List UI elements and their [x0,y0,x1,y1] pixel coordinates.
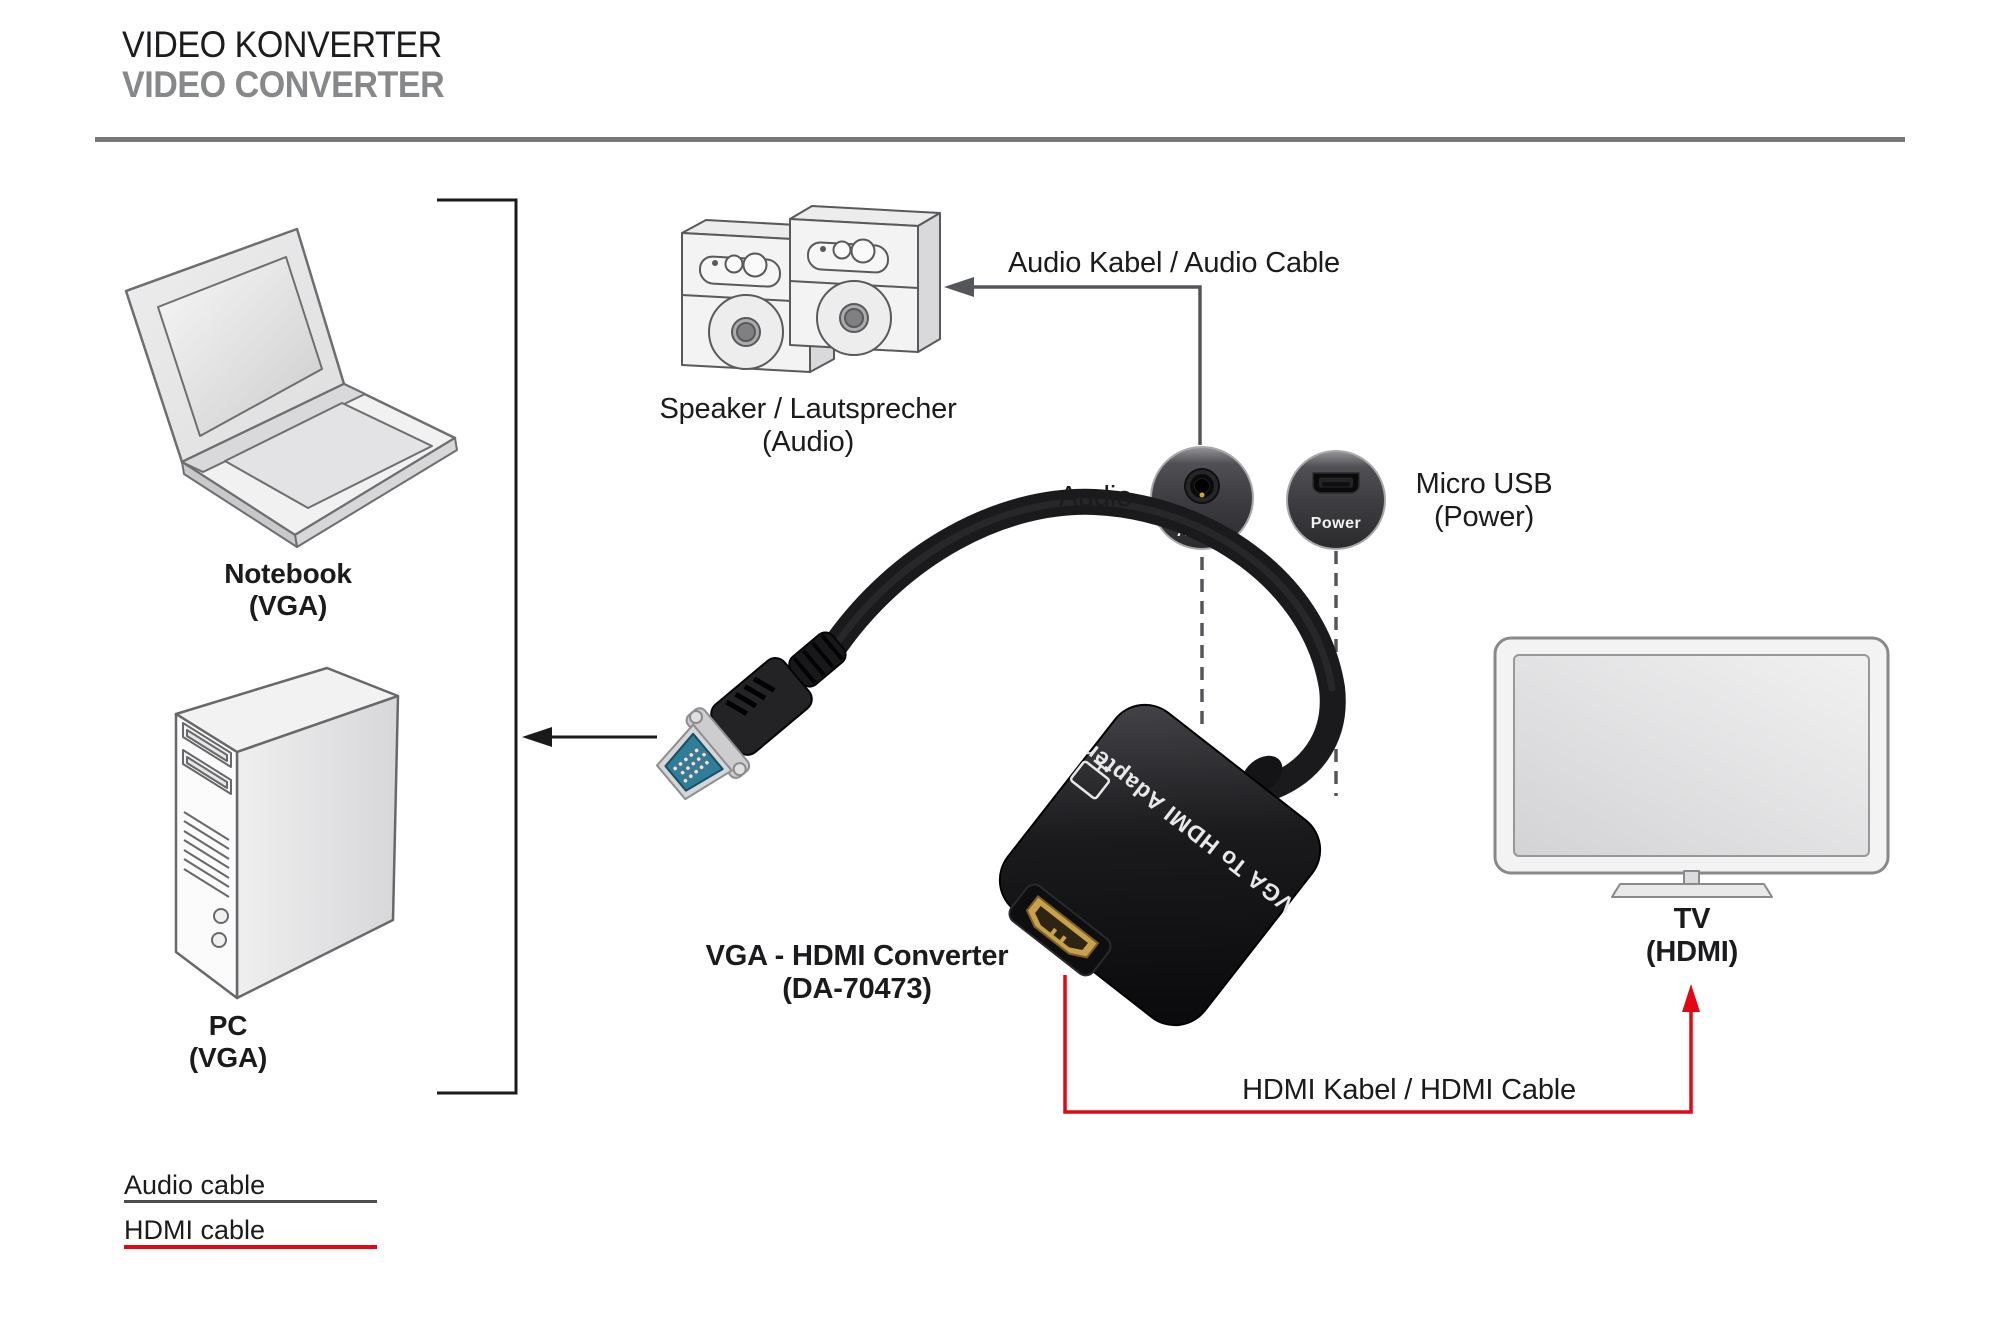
audio-cable-arrowhead-icon [944,277,974,297]
legend-hdmi-cable-label: HDMI cable [124,1215,266,1245]
power-port-engraving: Power [1311,515,1362,532]
notebook-label-port: (VGA) [248,590,328,621]
speaker-right [789,205,941,356]
tv-illustration [1493,636,1890,898]
tv-label-port: (HDMI) [1645,936,1739,968]
speakers-illustration [681,205,941,373]
tv-label: TV (HDMI) [1646,903,1738,969]
monitor-icon [1069,759,1111,800]
notebook-label: Notebook (VGA) [224,558,352,622]
legend-audio-cable-swatch [124,1200,377,1203]
vga-screw-bottom [732,762,747,777]
audio-cable-line [944,277,1202,445]
hdmi-cable-arrowhead-icon [1682,984,1700,1012]
pc-drive-bays [182,722,232,795]
hdmi-adapter-body: VGA To HDMI Adapter [998,703,1322,1027]
notebook-label-name: Notebook [224,558,352,589]
power-port-photo: Power [1286,450,1386,550]
pc-power-button [213,908,229,924]
audio-jack-contact [1199,492,1205,498]
pc-label-name: PC [208,1010,248,1041]
speakers-label-name: Speaker / Lautsprecher [659,393,957,425]
hdmi-port [1008,883,1112,977]
notebook-illustration [124,227,458,548]
audio-port-callout: Audio [1058,481,1132,513]
title-divider-rule [95,137,1905,142]
pc-vent-lines [183,811,230,898]
speakers-label: Speaker / Lautsprecher (Audio) [659,393,956,459]
vga-pins [672,747,710,784]
micro-usb-callout-line1: Micro USB [1415,468,1553,500]
converter-label: VGA - HDMI Converter (DA-70473) [706,940,1009,1006]
hdmi-cable-line [1063,975,1700,1114]
micro-usb-callout: Micro USB (Power) [1416,468,1553,534]
page-title-german: VIDEO KONVERTER [122,24,442,65]
audio-cable-label: Audio Kabel / Audio Cable [1008,247,1340,279]
micro-usb-callout-line2: (Power) [1433,501,1535,533]
tv-label-name: TV [1673,903,1711,935]
converter-to-sources-arrow [522,727,657,747]
legend-hdmi-cable-swatch [124,1245,377,1249]
hdmi-cable-label: HDMI Kabel / HDMI Cable [1242,1074,1576,1106]
vga-sources-bracket-line [437,198,518,1095]
converter-label-model: (DA-70473) [782,973,932,1005]
vga-connector [655,631,847,801]
vga-screw-top [688,710,703,725]
speakers-label-port: (Audio) [761,426,855,458]
pc-reset-button [211,932,227,948]
pc-tower-illustration [174,666,400,1000]
converter-label-name: VGA - HDMI Converter [705,940,1009,972]
pc-label-port: (VGA) [188,1042,268,1073]
pc-label: PC (VGA) [188,1010,268,1074]
left-arrowhead-icon [522,727,552,747]
legend-audio-cable-label: Audio cable [124,1170,266,1200]
page-title-english: VIDEO CONVERTER [122,64,445,105]
